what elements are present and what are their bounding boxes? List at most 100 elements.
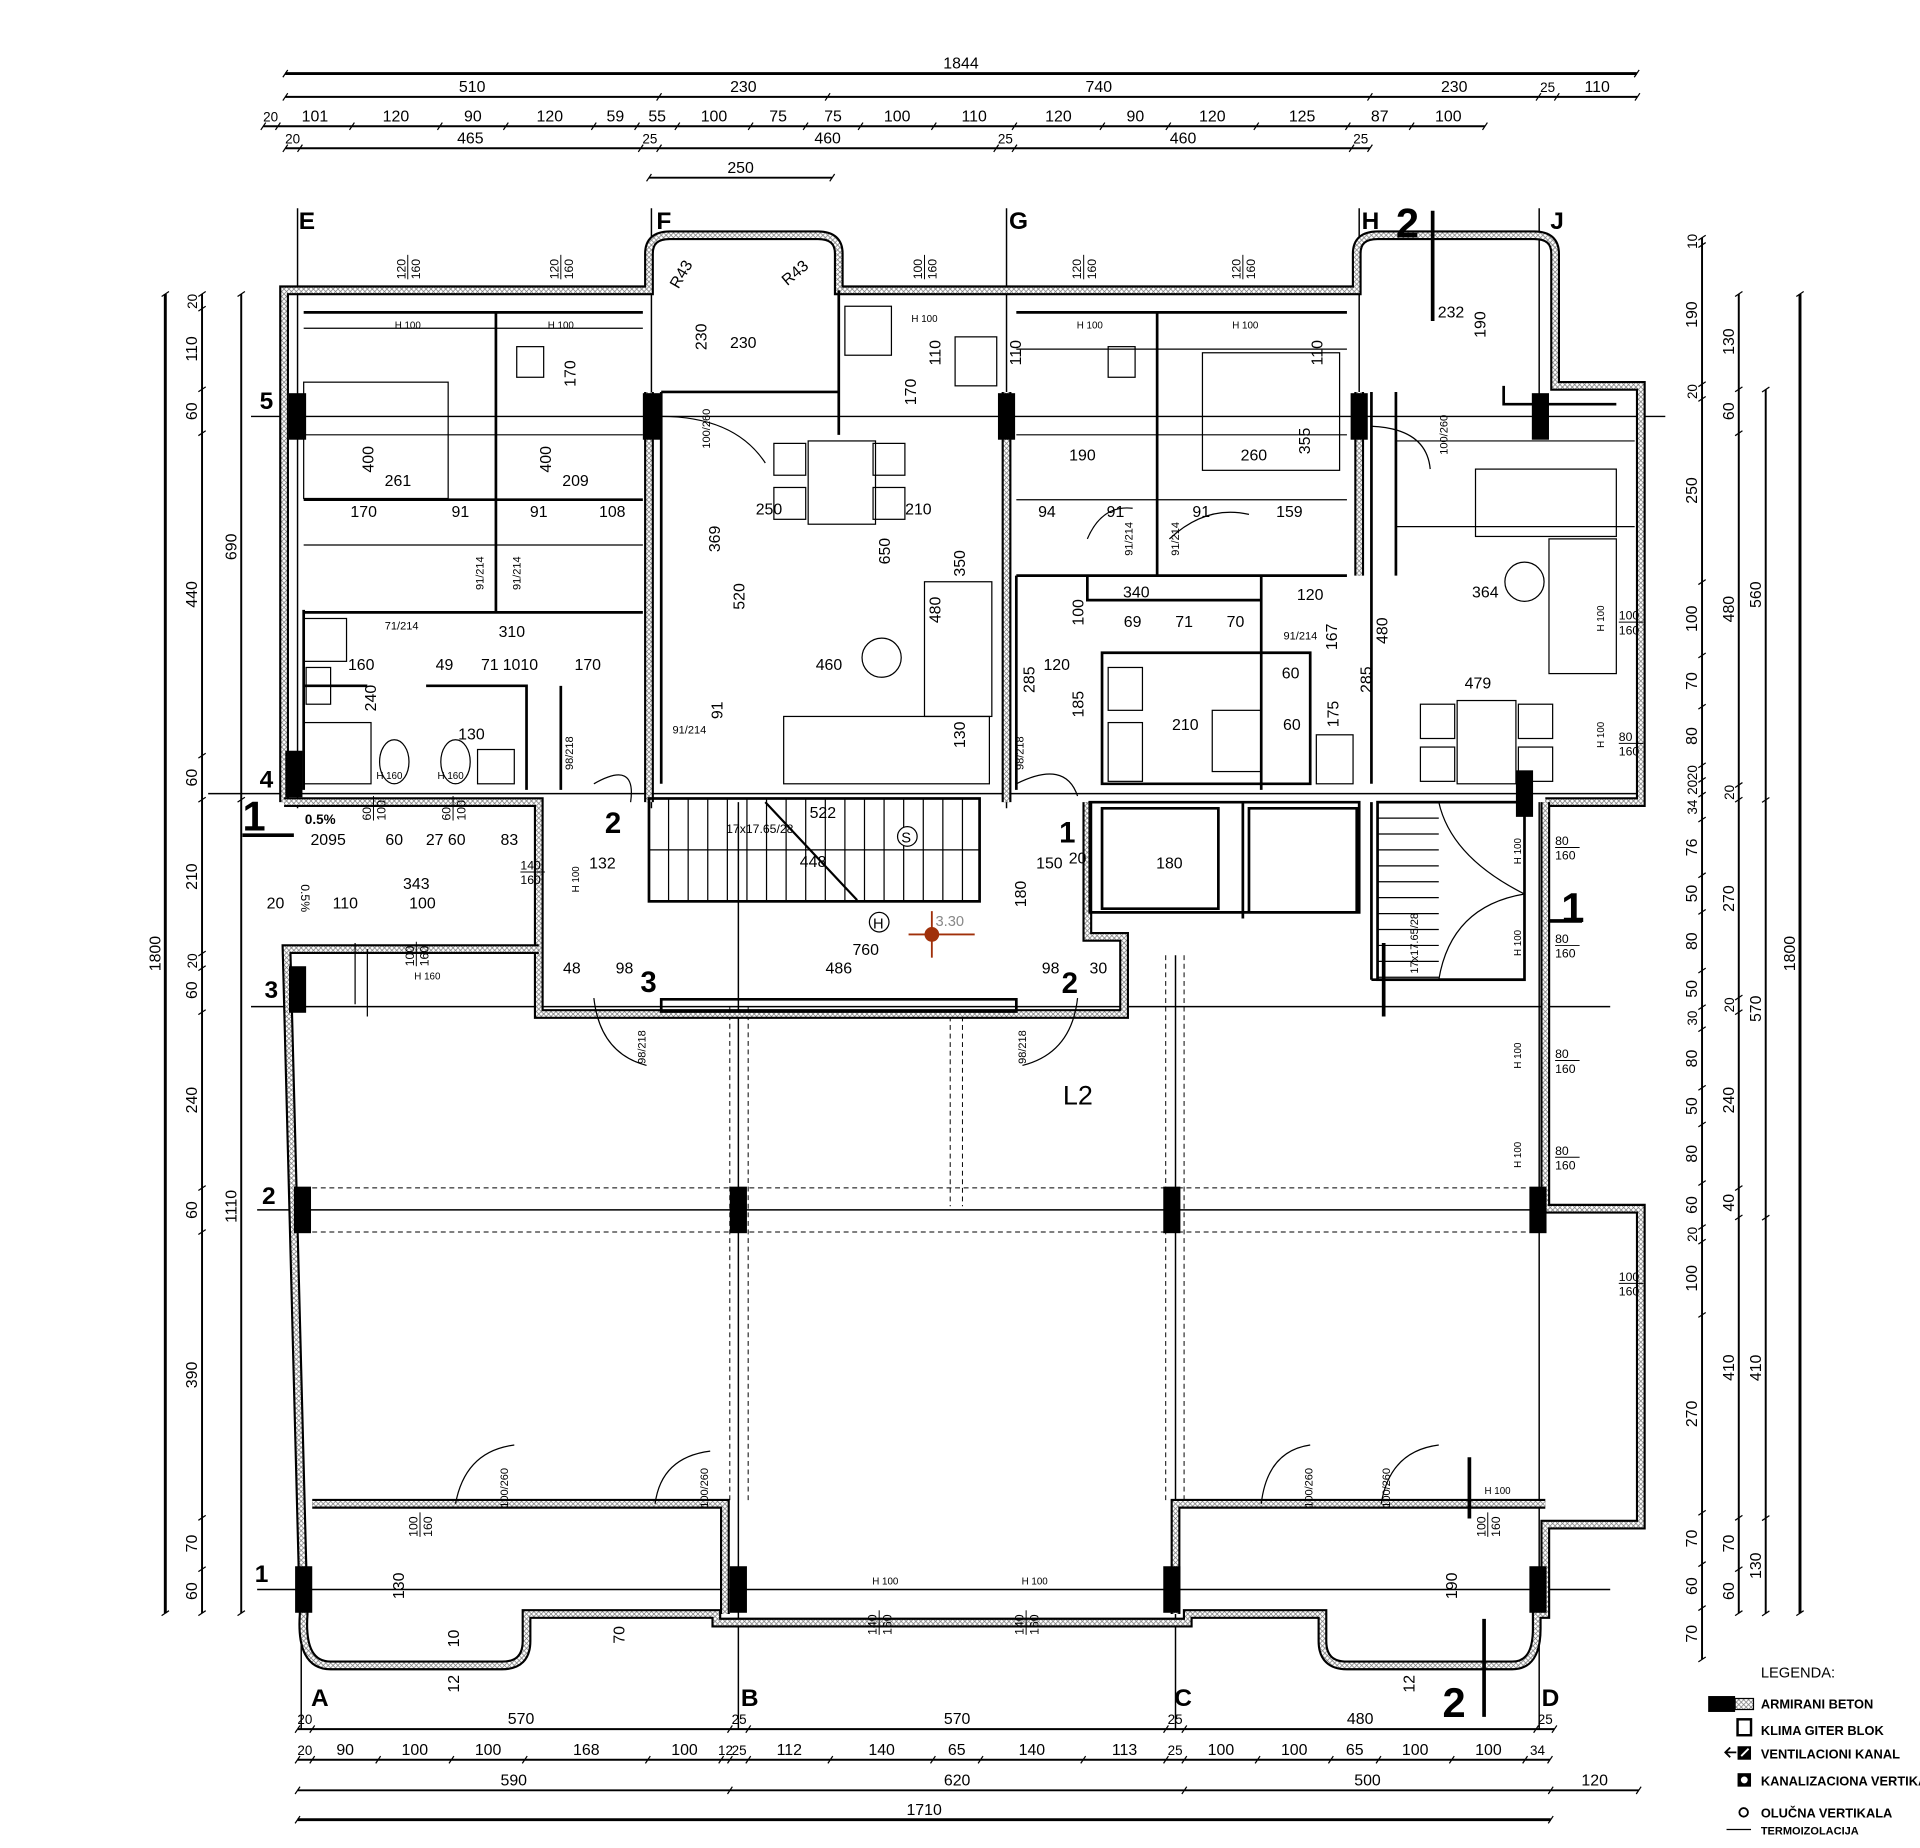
dimension-tick xyxy=(1698,777,1707,783)
dimension-label: 34 xyxy=(1685,799,1700,814)
room-dimension-label: 170 xyxy=(350,504,377,521)
dimension-tick xyxy=(198,430,207,437)
room-dimension-label: 190 xyxy=(1444,1572,1461,1599)
dimension-tick xyxy=(1348,144,1355,153)
dimension-label: 240 xyxy=(184,1087,201,1114)
axis-label-f: F xyxy=(656,208,671,235)
room-dimension-label: 460 xyxy=(816,657,843,674)
room-dimension-label: 100 xyxy=(1071,599,1088,626)
room-dimension-label: 340 xyxy=(1123,585,1150,602)
window-height: 160 xyxy=(1244,259,1258,280)
dimension-label: 25 xyxy=(1353,131,1368,146)
window-height: 160 xyxy=(520,873,541,887)
dimension-tick xyxy=(829,173,836,182)
window-height: 160 xyxy=(409,259,423,280)
dimension-label: 120 xyxy=(383,108,410,125)
dimension-tick xyxy=(198,1229,207,1236)
dimension-tick xyxy=(1698,234,1707,241)
room-dimension-label: H 100 xyxy=(1596,605,1607,632)
axis-label-c: C xyxy=(1174,1685,1192,1712)
room-dimension-label: 98/218 xyxy=(564,736,576,770)
room-dimension-label: 230 xyxy=(694,323,711,350)
slope-label: 0.5% xyxy=(305,812,336,827)
section-marker-top: 2 xyxy=(1396,200,1419,247)
dimension-tick xyxy=(745,1755,752,1764)
room-dimension-label: 170 xyxy=(563,360,580,387)
dimension-label: 65 xyxy=(948,1742,966,1759)
dimension-label: 60 xyxy=(1721,402,1738,420)
room-dimension-label: H 100 xyxy=(1484,1486,1511,1497)
dimension-tick xyxy=(1366,92,1373,101)
legend-label: ARMIRANI BETON xyxy=(1761,1696,1874,1711)
dimension-tick xyxy=(1698,1121,1707,1128)
dimension-tick xyxy=(1795,1610,1805,1617)
dimension-label: 80 xyxy=(1684,1049,1701,1067)
dimension-label: 60 xyxy=(1684,1577,1701,1595)
dimension-chain: 1019020250100708020203476508050308050806… xyxy=(1684,234,1707,1663)
room-dimension-label: H 100 xyxy=(1232,320,1259,331)
dimension-label: 25 xyxy=(642,131,657,146)
room-dimension-label: 110 xyxy=(333,896,359,913)
room-dimension-label: 71 xyxy=(1175,614,1193,631)
window-height: 160 xyxy=(1619,745,1640,759)
ac-grille-block-icon xyxy=(1736,1718,1753,1737)
section-marker-bottom: 2 xyxy=(1442,1679,1465,1726)
room-dimension-label: 98 xyxy=(1042,961,1060,978)
dimension-tick xyxy=(634,122,640,131)
room-dimension-label: 108 xyxy=(599,504,626,521)
dimension-label: 1800 xyxy=(1782,936,1799,972)
dimension-label: 60 xyxy=(184,1201,201,1219)
dimension-label: 190 xyxy=(1684,301,1701,328)
section-markers: 1 1 2 2 2 1 3 2 xyxy=(242,200,1584,1726)
dimension-tick xyxy=(198,1566,207,1573)
dimension-label: 80 xyxy=(1684,932,1701,950)
dimension-tick xyxy=(260,122,267,131)
dimension-tick xyxy=(1698,1656,1707,1663)
room-dimension-label: 20 xyxy=(1069,850,1087,867)
dimension-tick xyxy=(1734,1009,1743,1016)
dimension-label: 560 xyxy=(1748,581,1765,608)
dimension-tick xyxy=(1761,386,1770,393)
legend-item: OLUČNA VERTIKALA xyxy=(1738,1805,1893,1820)
level-label: L2 xyxy=(1063,1081,1093,1111)
reinforced-concrete-icon xyxy=(1708,1696,1736,1712)
dimension-tick xyxy=(1698,652,1707,659)
dimension-label: 10 xyxy=(1685,234,1700,249)
dimension-label: 20 xyxy=(285,131,300,146)
concrete-column xyxy=(997,393,1016,440)
legend-label: OLUČNA VERTIKALA xyxy=(1761,1805,1893,1820)
room-dimension-label: 110 xyxy=(1008,340,1025,366)
dimension-tick xyxy=(1547,1755,1553,1764)
window-width: 100 xyxy=(1474,1516,1488,1537)
window-height: 160 xyxy=(1619,623,1640,637)
dimension-tick xyxy=(1734,1185,1743,1192)
room-dimension-label: 69 xyxy=(1124,614,1142,631)
window-width: 120 xyxy=(1070,259,1084,280)
legend-label: VENTILACIONI KANAL xyxy=(1761,1746,1900,1761)
dimension-label: 100 xyxy=(1684,605,1701,632)
dimension-tick xyxy=(1698,1238,1707,1245)
dimension-label: 1110 xyxy=(223,1190,240,1223)
room-dimension-label: 175 xyxy=(1325,701,1342,728)
room-dimension-label: 260 xyxy=(1241,448,1268,465)
room-dimension-label: 369 xyxy=(707,525,724,552)
room-dimension-label: 12 xyxy=(446,1675,463,1693)
room-dimension-label: H 100 xyxy=(872,1577,899,1588)
dimension-tick xyxy=(726,1725,733,1734)
concrete-column xyxy=(288,393,307,440)
room-dimension-label: 240 xyxy=(363,685,380,712)
dimension-label: 460 xyxy=(814,130,841,147)
dimension-tick xyxy=(977,1755,984,1764)
dimension-tick xyxy=(590,122,597,131)
